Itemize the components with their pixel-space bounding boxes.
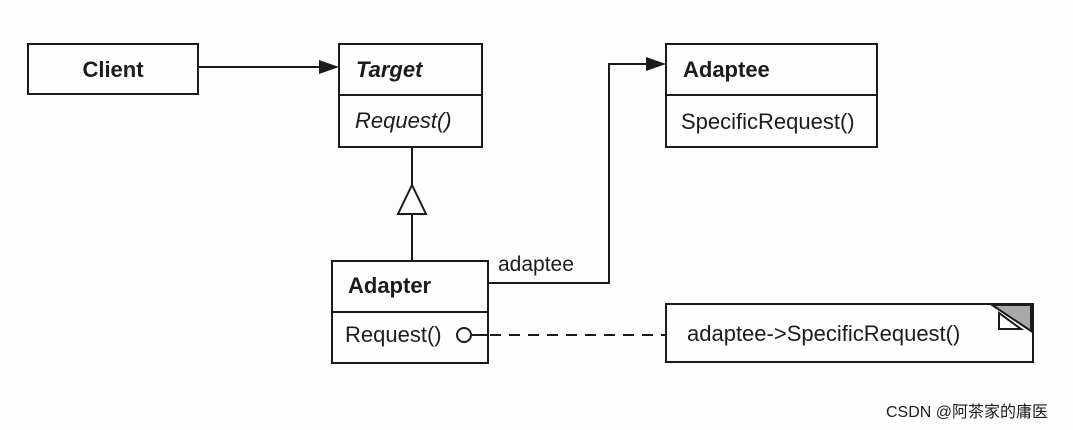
- adapter-method-request: Request(): [345, 322, 442, 347]
- client-class-name: Client: [82, 57, 144, 82]
- adapter-to-adaptee-arrowhead-icon: [646, 57, 666, 71]
- note-anchor-circle-icon: [456, 327, 472, 343]
- adapter-to-adaptee-line: [488, 63, 650, 284]
- watermark-text: CSDN @阿茶家的庸医: [886, 403, 1048, 421]
- note-box: [665, 303, 1034, 363]
- adapter-class-name: Adapter: [348, 273, 432, 298]
- target-class-name: Target: [356, 57, 424, 82]
- note-text: adaptee->SpecificRequest(): [687, 321, 960, 346]
- inheritance-triangle-icon: [396, 182, 428, 215]
- adaptee-role-label: adaptee: [498, 253, 574, 276]
- adaptee-class-name: Adaptee: [683, 57, 770, 82]
- client-class-box: [27, 43, 199, 95]
- note-fold-corner-icon: [988, 304, 1032, 333]
- note-fold-flap-icon: [998, 311, 1025, 330]
- client-to-target-arrowhead-icon: [319, 60, 339, 74]
- adaptee-method-specificrequest: SpecificRequest(): [681, 109, 855, 134]
- target-method-request: Request(): [355, 108, 452, 133]
